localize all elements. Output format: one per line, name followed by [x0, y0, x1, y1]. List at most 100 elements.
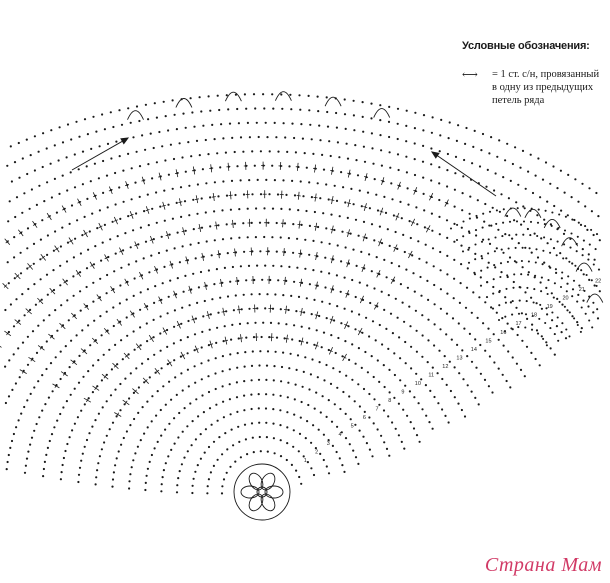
chain-dot	[242, 193, 246, 196]
chain-dot	[478, 165, 482, 168]
picot-arch	[224, 91, 242, 102]
chain-dot	[91, 425, 94, 428]
chain-dot	[243, 423, 247, 426]
arrow-head	[120, 137, 130, 145]
stitch-bar	[155, 369, 160, 373]
chain-dot	[264, 121, 267, 124]
chain-dot	[304, 356, 307, 359]
chain-dot	[593, 258, 596, 261]
chain-dot	[293, 136, 296, 140]
chain-dot	[172, 157, 176, 161]
chain-dot	[282, 294, 285, 297]
row-number: 16	[500, 330, 506, 336]
row-number: 4	[339, 432, 342, 438]
stitch-bar	[139, 274, 144, 277]
chain-dot	[500, 248, 503, 251]
chain-dot	[23, 471, 27, 474]
chain-dot	[529, 153, 532, 156]
stitch-bar	[16, 320, 20, 324]
chain-dot	[129, 372, 132, 375]
chain-dot	[312, 424, 315, 427]
chain-dot	[386, 228, 389, 231]
chain-dot	[30, 436, 34, 439]
chain-dot	[533, 232, 536, 235]
chain-dot	[279, 394, 282, 397]
stitch-bar	[165, 234, 170, 237]
chain-dot	[479, 372, 482, 375]
chain-dot	[296, 354, 300, 357]
row-number: 5	[351, 424, 354, 430]
chain-dot	[287, 308, 290, 312]
stitch-bar	[49, 334, 54, 339]
chain-dot	[146, 340, 149, 343]
chain-dot	[204, 211, 207, 214]
chain-dot	[495, 311, 498, 314]
chain-dot	[257, 378, 261, 381]
chain-dot	[350, 310, 353, 313]
chain-dot	[502, 251, 505, 254]
chain-dot	[178, 142, 181, 145]
chain-dot	[127, 152, 130, 155]
chain-dot	[504, 315, 507, 318]
chain-dot	[462, 235, 465, 238]
chain-dot	[70, 138, 73, 141]
chain-dot	[285, 323, 288, 326]
chain-dot	[19, 272, 23, 275]
chain-dot	[480, 149, 483, 152]
chain-dot	[267, 221, 270, 224]
chain-dot	[450, 338, 453, 341]
chain-dot	[570, 196, 573, 199]
chain-dot	[26, 247, 29, 250]
chain-dot	[61, 141, 65, 144]
chain-dot	[266, 450, 269, 453]
chain-dot	[97, 177, 100, 180]
chain-dot	[540, 335, 543, 338]
chain-dot	[339, 407, 342, 411]
chain-dot	[461, 349, 464, 352]
chain-dot	[365, 316, 368, 319]
chain-dot	[209, 471, 212, 474]
chain-dot	[362, 145, 365, 148]
chain-dot	[46, 446, 50, 449]
chain-dot	[422, 114, 426, 117]
chain-dot	[409, 325, 412, 328]
chain-dot	[327, 472, 331, 475]
chain-dot	[536, 332, 540, 335]
chain-dot	[215, 403, 218, 406]
chain-dot	[410, 367, 413, 370]
chain-dot	[563, 229, 567, 232]
chain-dot	[445, 383, 448, 386]
chain-dot	[505, 379, 508, 383]
chain-dot	[297, 209, 300, 212]
chain-dot	[379, 104, 382, 107]
chain-dot	[344, 246, 347, 249]
chain-dot	[556, 297, 559, 300]
chain-dot	[548, 265, 551, 268]
chain-dot	[201, 168, 204, 171]
chain-dot	[256, 178, 259, 181]
chain-dot	[507, 350, 510, 353]
chain-dot	[218, 436, 221, 439]
chain-dot	[4, 308, 7, 312]
chain-dot	[295, 469, 298, 472]
row-number: 10	[415, 381, 421, 387]
chain-dot	[156, 440, 159, 443]
chain-dot	[576, 300, 579, 303]
chain-dot	[56, 329, 59, 332]
chain-dot	[41, 374, 44, 377]
chain-dot	[571, 315, 574, 318]
chain-dot	[561, 322, 564, 325]
stitch-bar	[181, 354, 185, 357]
chain-dot	[414, 111, 417, 114]
chain-dot	[14, 382, 17, 385]
chain-dot	[264, 307, 267, 310]
chain-dot	[463, 327, 466, 330]
stitch-bar	[314, 255, 319, 257]
chain-dot	[135, 367, 138, 370]
chain-dot	[192, 228, 195, 231]
chain-dot	[358, 313, 361, 316]
chain-dot	[277, 150, 280, 153]
chain-dot	[73, 422, 76, 425]
chain-dot	[229, 413, 232, 416]
stitch-bar	[84, 304, 89, 309]
